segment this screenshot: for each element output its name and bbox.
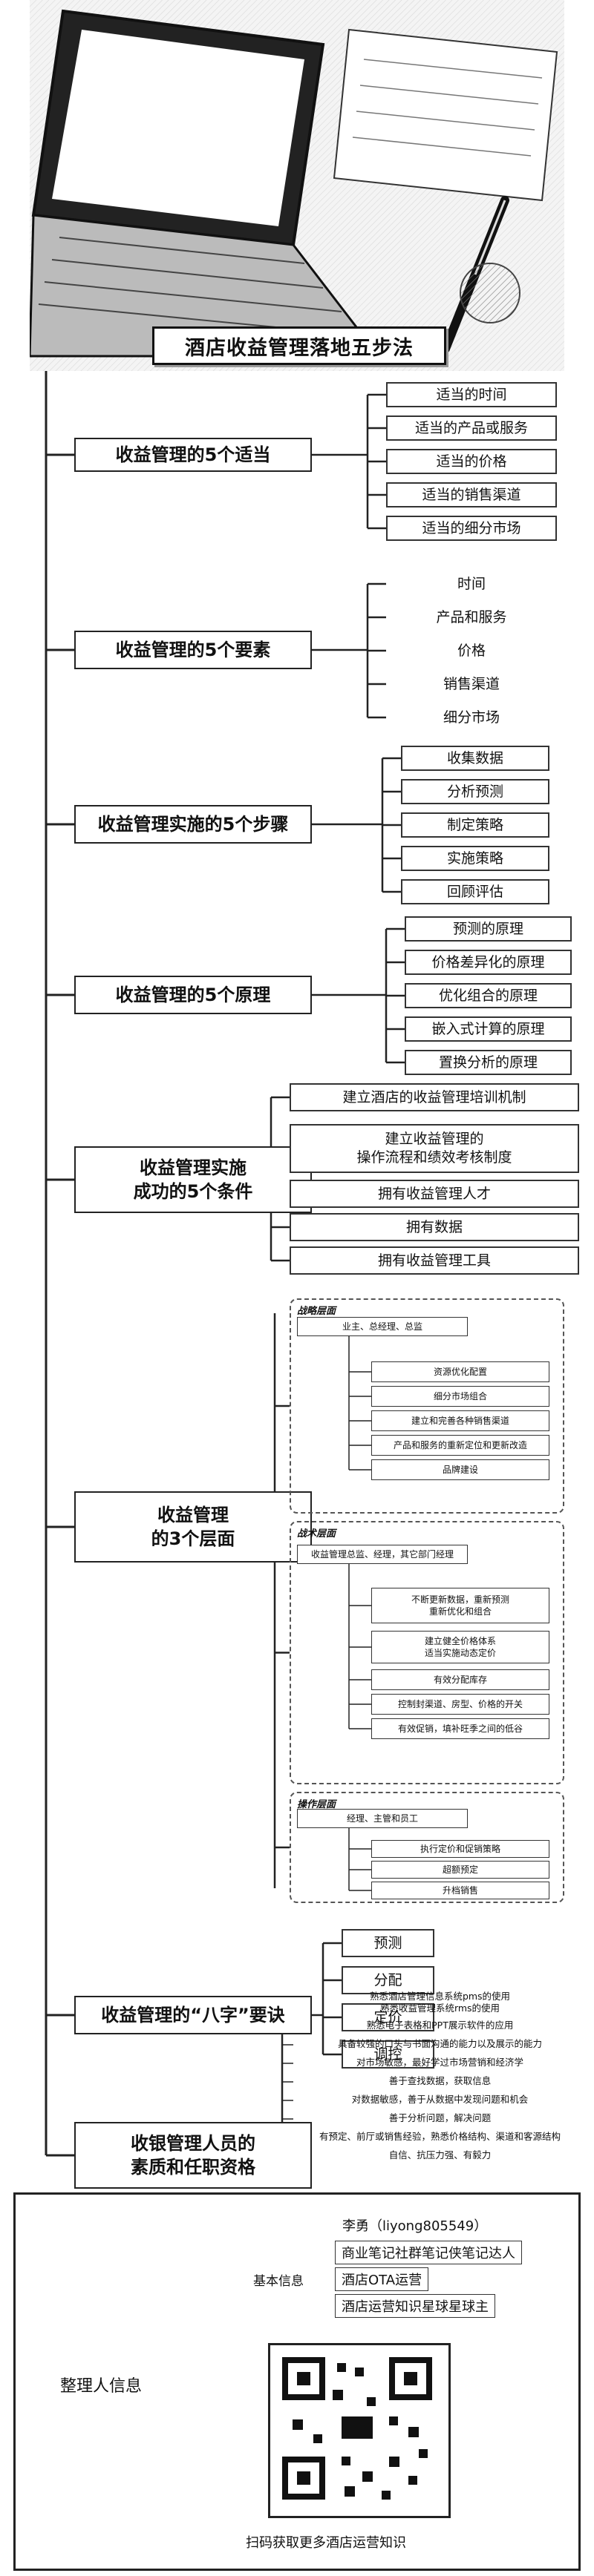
- qualification-2: 熟悉电子表格和PPT展示软件的应用: [366, 2020, 514, 2031]
- qualification-4: 对市场敏感，最好学过市场营销和经济学: [356, 2057, 523, 2068]
- qualification-8: 有预定、前厅或销售经验，熟悉价格结构、渠道和客源结构: [319, 2131, 561, 2142]
- branch-7-item-3: 定价: [342, 2003, 434, 2031]
- level-owner-3: 经理、主管和员工: [297, 1809, 468, 1828]
- hero-illustration: [30, 0, 564, 371]
- qualification-1: 熟悉酒店管理信息系统pms的使用 熟悉收益管理系统rms的使用: [369, 1991, 511, 2014]
- mindmap-title: 酒店收益管理落地五步法: [152, 326, 446, 365]
- laptop-desk-illustration: [30, 0, 564, 371]
- basic-info-label: 基本信息: [253, 2274, 304, 2289]
- connector-lines: [45, 361, 405, 2157]
- branch-node-2: 收益管理的5个要素: [74, 631, 312, 669]
- branch-2-item-2: 产品和服务: [386, 605, 557, 630]
- level-2-task-2: 建立健全价格体系 适当实施动态定价: [371, 1631, 549, 1663]
- author-role-1: 商业笔记社群笔记侠笔记达人: [335, 2241, 522, 2264]
- branch-3-item-2: 分析预测: [401, 779, 549, 804]
- branch-2-item-3: 价格: [386, 638, 557, 663]
- branch-1-item-5: 适当的细分市场: [386, 516, 557, 541]
- level-1-task-2: 细分市场组合: [371, 1386, 549, 1407]
- branch-7-item-4: 调控: [342, 2040, 434, 2069]
- branch-3-item-5: 回顾评估: [401, 879, 549, 904]
- level-1-task-3: 建立和完善各种销售渠道: [371, 1410, 549, 1431]
- qr-code-image: [268, 2343, 451, 2518]
- level-name-2: 战术层面: [297, 1528, 336, 1540]
- qr-code-pattern: [282, 2357, 432, 2500]
- branch-2-item-5: 细分市场: [386, 705, 557, 730]
- branch-3-item-4: 实施策略: [401, 846, 549, 871]
- level-3-task-1: 执行定价和促销策略: [371, 1840, 549, 1858]
- branch-node-6: 收益管理 的3个层面: [74, 1491, 312, 1563]
- level-3-task-3: 升档销售: [371, 1882, 549, 1899]
- qr-caption: 扫码获取更多酒店运营知识: [246, 2535, 406, 2551]
- branch-node-3: 收益管理实施的5个步骤: [74, 805, 312, 844]
- level-3-task-2: 超额预定: [371, 1861, 549, 1879]
- author-info-panel: 整理人信息 基本信息 李勇（liyong805549） 商业笔记社群笔记侠笔记达…: [13, 2192, 581, 2571]
- branch-node-7: 收益管理的“八字”要诀: [74, 1996, 312, 2034]
- branch-5-item-4: 拥有数据: [290, 1213, 579, 1241]
- level-name-3: 操作层面: [297, 1799, 336, 1810]
- branch-node-1: 收益管理的5个适当: [74, 438, 312, 472]
- author-role-3: 酒店运营知识星球星球主: [335, 2294, 495, 2318]
- branch-3-item-1: 收集数据: [401, 746, 549, 771]
- branch-2-item-4: 销售渠道: [386, 671, 557, 697]
- qualification-9: 自信、抗压力强、有毅力: [388, 2149, 492, 2161]
- branch-5-item-5: 拥有收益管理工具: [290, 1246, 579, 1275]
- author-name: 李勇（liyong805549）: [342, 2218, 488, 2234]
- branch-1-item-1: 适当的时间: [386, 382, 557, 407]
- branch-7-item-2: 分配: [342, 1966, 434, 1994]
- branch-3-item-3: 制定策略: [401, 812, 549, 838]
- branch-4-item-2: 价格差异化的原理: [405, 950, 572, 975]
- level-2-task-5: 有效促销，填补旺季之间的低谷: [371, 1718, 549, 1739]
- qualification-5: 善于查找数据，获取信息: [388, 2075, 492, 2086]
- branch-2-item-1: 时间: [386, 571, 557, 597]
- branch-5-item-3: 拥有收益管理人才: [290, 1180, 579, 1208]
- level-name-1: 战略层面: [297, 1306, 336, 1317]
- branch-node-5: 收益管理实施 成功的5个条件: [74, 1146, 312, 1213]
- branch-4-item-3: 优化组合的原理: [405, 983, 572, 1008]
- qualification-3: 具备较强的口头与书面沟通的能力以及展示的能力: [337, 2038, 542, 2049]
- author-section-label: 整理人信息: [60, 2377, 143, 2396]
- branch-4-item-1: 预测的原理: [405, 916, 572, 942]
- qualification-6: 对数据敏感，善于从数据中发现问题和机会: [351, 2094, 529, 2105]
- level-2-task-4: 控制封渠道、房型、价格的开关: [371, 1694, 549, 1715]
- level-1-task-1: 资源优化配置: [371, 1361, 549, 1382]
- level-1-task-5: 品牌建设: [371, 1459, 549, 1480]
- level-frame-1: [290, 1298, 564, 1514]
- level-owner-2: 收益管理总监、经理，其它部门经理: [297, 1545, 468, 1564]
- level-frame-3: [290, 1792, 564, 1903]
- author-role-2: 酒店OTA运营: [335, 2267, 429, 2291]
- level-2-task-3: 有效分配库存: [371, 1669, 549, 1690]
- level-2-task-1: 不断更新数据，重新预测 重新优化和组合: [371, 1588, 549, 1623]
- level-frame-2: [290, 1521, 564, 1784]
- qualification-7: 善于分析问题，解决问题: [388, 2112, 492, 2123]
- branch-1-item-4: 适当的销售渠道: [386, 482, 557, 507]
- branch-5-item-2: 建立收益管理的 操作流程和绩效考核制度: [290, 1124, 579, 1173]
- branch-5-item-1: 建立酒店的收益管理培训机制: [290, 1083, 579, 1111]
- branch-7-item-1: 预测: [342, 1929, 434, 1957]
- branch-1-item-2: 适当的产品或服务: [386, 415, 557, 441]
- branch-4-item-5: 置换分析的原理: [405, 1050, 572, 1075]
- branch-node-8: 收银管理人员的 素质和任职资格: [74, 2122, 312, 2189]
- branch-node-4: 收益管理的5个原理: [74, 976, 312, 1014]
- branch-1-item-3: 适当的价格: [386, 449, 557, 474]
- level-owner-1: 业主、总经理、总监: [297, 1317, 468, 1336]
- branch-4-item-4: 嵌入式计算的原理: [405, 1016, 572, 1042]
- level-1-task-4: 产品和服务的重新定位和更新改造: [371, 1435, 549, 1456]
